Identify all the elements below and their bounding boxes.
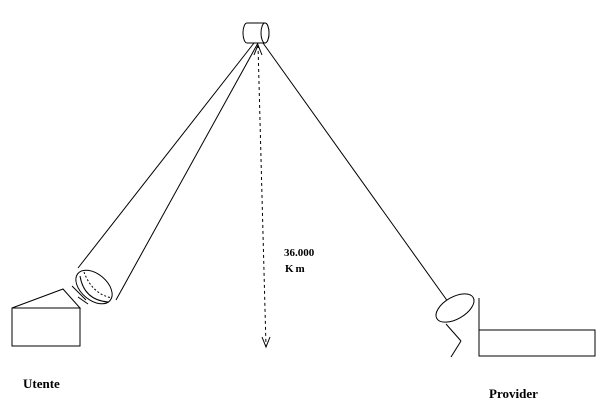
user-house-icon <box>11 288 82 347</box>
provider-link-line <box>262 42 452 307</box>
user-beam-line-right <box>115 42 259 301</box>
provider-label: Provider <box>489 386 538 401</box>
distance-arrow-head-bottom <box>261 336 271 349</box>
distance-arrow-head-top <box>253 43 263 56</box>
provider-dish-icon <box>435 293 475 358</box>
distance-arrow <box>253 43 271 349</box>
satellite-icon <box>242 22 270 44</box>
user-beam <box>77 42 259 301</box>
distance-unit-label: Km <box>285 263 307 275</box>
distance-arrow-shaft <box>257 44 267 348</box>
user-label: Utente <box>23 376 60 391</box>
user-beam-line-left <box>77 42 255 269</box>
provider-building-icon <box>478 298 596 357</box>
user-dish-icon <box>71 269 113 305</box>
distance-value-label: 36.000 <box>284 247 315 259</box>
